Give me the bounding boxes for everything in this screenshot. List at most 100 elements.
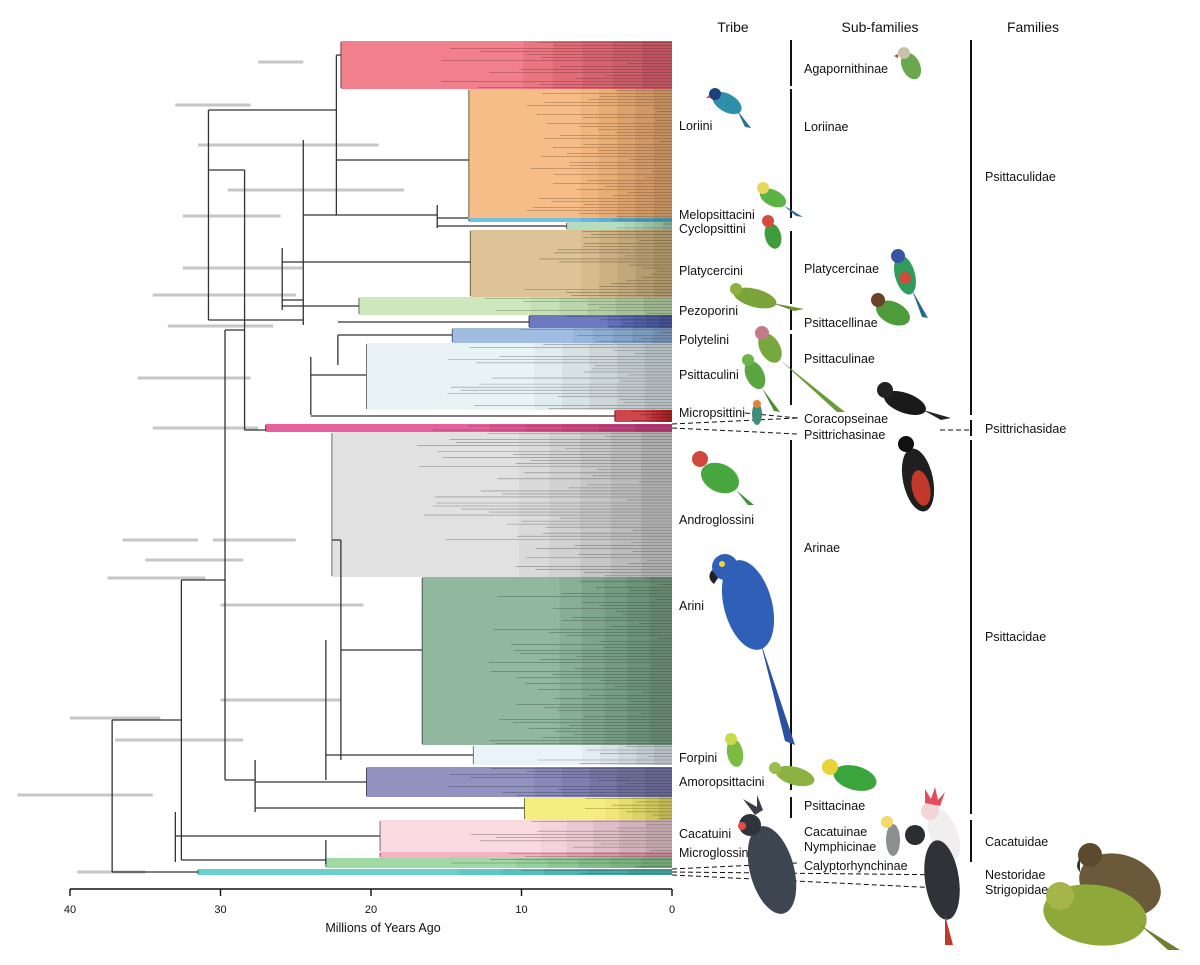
clade-shade bbox=[582, 41, 672, 89]
clade-shade bbox=[654, 745, 672, 765]
tribe-label: Micropsittini bbox=[679, 406, 745, 420]
subfamily-label: Calyptorhynchinae bbox=[804, 859, 908, 873]
clade-shade bbox=[641, 432, 672, 577]
clade-shade bbox=[643, 297, 672, 315]
subfamily-label: Nymphicinae bbox=[804, 840, 876, 854]
tribe-label: Polytelini bbox=[679, 333, 729, 347]
clade-shade bbox=[501, 869, 672, 875]
axis-label: Millions of Years Ago bbox=[325, 921, 440, 935]
tribe-label: Cyclopsittini bbox=[679, 222, 746, 236]
parrotlet-illustration bbox=[725, 733, 744, 767]
parrot-illustrations bbox=[692, 47, 1180, 950]
clade-shade bbox=[534, 343, 672, 410]
clade-box bbox=[614, 410, 672, 422]
kakapo-illustration bbox=[1043, 882, 1180, 950]
subfamily-label: Loriinae bbox=[804, 120, 849, 134]
clade-shade bbox=[598, 424, 672, 432]
clade-shade bbox=[586, 869, 672, 875]
clade-shade bbox=[617, 230, 672, 297]
clade-box bbox=[529, 315, 672, 328]
subfamily-label: Arinae bbox=[804, 541, 840, 555]
clade-box bbox=[566, 222, 672, 230]
family-label: Psittacidae bbox=[985, 630, 1046, 644]
clade-shade bbox=[634, 222, 672, 230]
tribe-label: Melopsittacini bbox=[679, 208, 755, 222]
tribe-label: Cacatuini bbox=[679, 827, 731, 841]
clade-shade bbox=[562, 767, 672, 797]
clade-shade bbox=[620, 315, 672, 328]
clade-shade bbox=[656, 410, 672, 422]
pygmy-parrot-illustration bbox=[752, 400, 762, 425]
clade-box bbox=[470, 230, 672, 297]
clade-shade bbox=[627, 577, 672, 745]
clade-shade bbox=[624, 222, 672, 230]
lovebird-illustration bbox=[894, 47, 922, 80]
subfamily-label: Psittacinae bbox=[804, 799, 865, 813]
clade-shade bbox=[593, 820, 672, 852]
axis-tick-label: 0 bbox=[669, 904, 675, 916]
axis-tick-label: 20 bbox=[365, 904, 377, 916]
macaw-illustration bbox=[709, 554, 795, 745]
clade-shade bbox=[549, 432, 672, 577]
clade-shade bbox=[617, 343, 672, 410]
header-families: Families bbox=[1007, 19, 1059, 35]
subfamily-label: Platycercinae bbox=[804, 262, 879, 276]
clade-box bbox=[422, 577, 672, 745]
ground-parrot-illustration bbox=[730, 283, 804, 311]
tiger-parrot-illustration bbox=[871, 293, 910, 326]
tribe-label: Loriini bbox=[679, 119, 712, 133]
psittacinae-parrot-illustration bbox=[822, 759, 877, 791]
clade-shade bbox=[649, 577, 672, 745]
clade-shade bbox=[540, 820, 672, 852]
tree-backbone bbox=[111, 54, 615, 873]
clade-shade bbox=[629, 869, 672, 875]
subfamily-label: Psittaculinae bbox=[804, 352, 875, 366]
clade-shade bbox=[540, 852, 672, 858]
tribe-label: Arini bbox=[679, 599, 704, 613]
tribe-label: Platycercini bbox=[679, 264, 743, 278]
clade-shade bbox=[661, 410, 672, 422]
clade-shade bbox=[633, 315, 672, 328]
clade-shade bbox=[646, 410, 672, 422]
tip-lines bbox=[197, 42, 672, 874]
cockatiel-illustration bbox=[881, 816, 900, 856]
clade-shade bbox=[644, 767, 672, 797]
family-label: Cacatuidae bbox=[985, 835, 1048, 849]
amazon-parrot-illustration bbox=[692, 451, 754, 505]
clade-shade bbox=[607, 315, 672, 328]
clade-shade bbox=[653, 230, 672, 297]
axis-tick-label: 10 bbox=[515, 904, 527, 916]
family-label: Nestoridae bbox=[985, 868, 1045, 882]
ringneck-parakeet-illustration bbox=[755, 326, 845, 412]
vasa-parrot-illustration bbox=[877, 382, 951, 420]
subfamily-label: Cacatuinae bbox=[804, 825, 867, 839]
clade-shade bbox=[543, 869, 672, 875]
palm-cockatoo-illustration bbox=[738, 795, 797, 914]
tribe-label: Forpini bbox=[679, 751, 717, 765]
clade-shade bbox=[635, 424, 672, 432]
black-cockatoo-illustration bbox=[905, 825, 960, 945]
time-axis: 40 30 20 10 0 Millions of Years Ago bbox=[64, 888, 675, 935]
family-label: Psittaculidae bbox=[985, 170, 1056, 184]
clade-shade bbox=[662, 222, 672, 230]
clade-shade bbox=[659, 315, 672, 328]
axis-tick-label: 30 bbox=[214, 904, 226, 916]
clade-shade bbox=[562, 343, 672, 410]
tribe-label: Psittaculini bbox=[679, 368, 739, 382]
clade-shade bbox=[653, 222, 672, 230]
clade-box bbox=[331, 432, 672, 577]
clade-box bbox=[380, 820, 672, 852]
axis-ticks: 40 30 20 10 0 bbox=[64, 889, 675, 916]
clade-shade bbox=[646, 315, 672, 328]
clade-shade bbox=[619, 852, 672, 858]
axis-tick-label: 40 bbox=[64, 904, 76, 916]
budgerigar-illustration bbox=[757, 182, 803, 217]
clade-shade bbox=[580, 432, 672, 577]
lorikeet-illustration bbox=[706, 88, 751, 128]
clade-box bbox=[340, 41, 672, 89]
clade-shade bbox=[644, 343, 672, 410]
clade-shade bbox=[642, 41, 672, 89]
tribe-label: Pezoporini bbox=[679, 304, 738, 318]
clade-shade bbox=[645, 820, 672, 852]
